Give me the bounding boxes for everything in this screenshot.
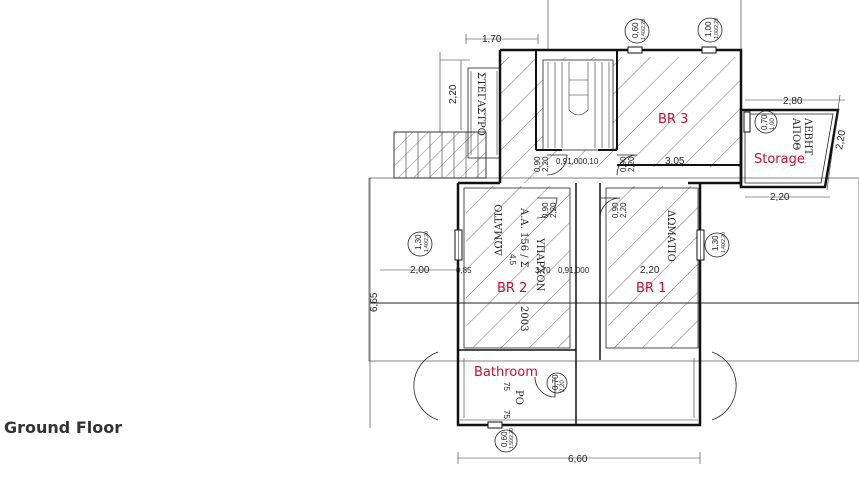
dim-top: 1,70 [482, 34, 502, 45]
domatio-right: ΔΩΜΑΤΙΟ [665, 210, 676, 262]
room-label-bathroom: Bathroom [474, 365, 538, 380]
window-tags: 1,30 1,40/2,20 1,30 1,40/2,20 0,60 1,40/… [407, 17, 778, 453]
room-label-br2: BR 2 [497, 281, 527, 296]
dim-280: 2,80 [783, 96, 803, 107]
svg-text:0,60: 0,60 [500, 431, 509, 447]
windows [454, 46, 751, 429]
apothiki-label: ΑΠΟΘ [790, 117, 801, 150]
svg-text:0,90: 0,90 [611, 202, 620, 218]
dim-200: 2,00 [410, 265, 430, 276]
svg-text:1,40/2,20: 1,40/2,20 [721, 232, 727, 253]
room-labels: BR 3 BR 2 BR 1 Bathroom Storage [474, 112, 805, 380]
internal-staircase [542, 59, 614, 151]
floor-title: Ground Floor [4, 418, 123, 437]
svg-text:1,30: 1,30 [711, 235, 720, 251]
dim-220-right: 2,20 [834, 129, 848, 151]
lebiti-label: ΛΕΒΗΤ [802, 117, 813, 156]
win-tag-bath: 0,70 2,20 [546, 372, 568, 394]
mid-row: 0,91,000 [558, 266, 590, 275]
svg-text:2,20: 2,20 [560, 380, 566, 392]
doors [534, 154, 638, 398]
svg-text:1,40/2,20: 1,40/2,20 [641, 19, 647, 40]
svg-text:0,70: 0,70 [760, 114, 769, 130]
yparxon-label: ΥΠΑΡΧΟΝ [534, 237, 545, 292]
win-tag-right: 1,30 1,40/2,20 [704, 232, 730, 258]
door-tag-c: 0,90 2,20 [533, 156, 550, 172]
svg-text:0,60: 0,60 [631, 22, 640, 38]
svg-text:2,20: 2,20 [619, 202, 628, 218]
svg-text:2,20: 2,20 [541, 156, 550, 172]
win-tag-storage: 0,70 1,00 [754, 110, 778, 134]
svg-text:1,00/2,20: 1,00/2,20 [714, 18, 720, 39]
win-tag-top-b: 1,00 1,00/2,20 [697, 17, 723, 43]
dim-45: 4,5 [508, 254, 517, 266]
svg-text:1,40/2,20: 1,40/2,20 [424, 231, 430, 252]
dim-370: 3,70 [535, 266, 551, 275]
svg-text:1,30: 1,30 [414, 234, 423, 250]
dim-305: 3,05 [665, 156, 685, 167]
dim-left-vertical: 2,20 [448, 84, 459, 104]
win-tag-bottom: 0,60 1,50/2,20 [494, 428, 518, 453]
al-156-label: Α.Α. 156 / Σ [518, 207, 529, 268]
door-tag-a: 0,90 2,20 [541, 202, 558, 218]
dim-75b: 75 [502, 410, 511, 419]
svg-text:1,00: 1,00 [704, 21, 713, 37]
top-row: 0,91,000,10 [556, 157, 599, 166]
door-tag-d: 0,90 2,20 [619, 156, 636, 172]
svg-text:1,50/2,20: 1,50/2,20 [509, 428, 515, 449]
door-tag-b: 0,90 2,20 [611, 202, 628, 218]
svg-text:0,90: 0,90 [541, 202, 550, 218]
dim-085: 0,85 [456, 266, 472, 275]
year-label: 2003 [518, 306, 529, 331]
dim-75: 75 [502, 382, 511, 391]
plan-texts: 1,70 2,20 2,80 2,20 2,20 3,05 2,00 2,20 … [369, 34, 848, 465]
domatio-left: ΔΩΜΑΤΙΟ [494, 204, 505, 256]
win-tag-left: 1,30 1,40/2,20 [407, 231, 433, 257]
storage-room [739, 108, 840, 189]
dim-660: 6,60 [568, 454, 588, 465]
svg-text:2,20: 2,20 [549, 202, 558, 218]
svg-text:0,90: 0,90 [533, 156, 542, 172]
svg-text:0,90: 0,90 [619, 156, 628, 172]
room-label-br3: BR 3 [658, 112, 688, 127]
ro-label: ΡΟ [513, 390, 524, 405]
room-label-storage: Storage [754, 152, 805, 167]
win-tag-top-a: 0,60 1,40/2,20 [624, 18, 650, 44]
svg-text:2,20: 2,20 [627, 156, 636, 172]
dim-665: 6,65 [369, 292, 380, 312]
stegastro-label: ΣΤΕΓΑΣΤΡΟ [475, 72, 486, 136]
canopy-stairs [393, 52, 501, 179]
dim-220-mid: 2,20 [640, 265, 660, 276]
dim-220-bottom-right: 2,20 [770, 192, 790, 203]
dimension-lines [369, 0, 845, 464]
svg-text:0,70: 0,70 [551, 374, 560, 390]
room-label-br1: BR 1 [636, 281, 666, 296]
svg-text:1,00: 1,00 [770, 118, 776, 130]
